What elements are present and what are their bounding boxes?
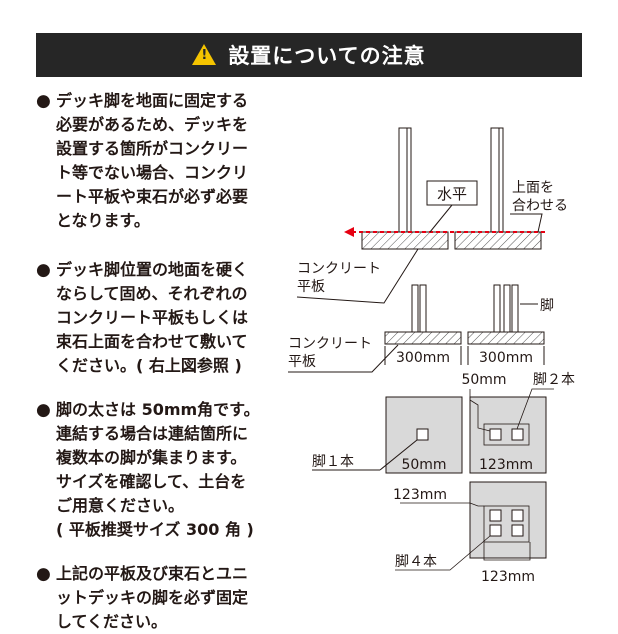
slab-plan-four-legs [469, 481, 547, 559]
level-label: 水平 [437, 185, 467, 203]
warning-triangle-icon: ! [192, 43, 217, 65]
section-header: ! 設置についての注意 [36, 33, 582, 77]
top-legs [398, 127, 504, 233]
note-text: デッキ脚位置の地面を硬く ならして固め、それぞれの コンクリート平板もしくは 束… [56, 260, 249, 375]
leg-square [489, 524, 502, 537]
note-item: ● 上記の平板及び束石とユニ ットデッキの脚を必ず固定 してください。 [36, 562, 282, 634]
leg-square [489, 428, 502, 441]
dimension-label: 123mm [479, 457, 533, 473]
middle-legs [411, 284, 519, 333]
dimension-label: 300mm [396, 350, 450, 366]
level-arrow-icon [344, 227, 354, 237]
leg-count-label: 脚２本 [533, 372, 575, 388]
leg-square [511, 428, 524, 441]
bullet: ● [36, 400, 51, 420]
notes-list: ● デッキ脚を地面に固定する 必要があるため、デッキを 設置する箇所がコンクリー… [36, 89, 282, 634]
dimension-label: 300mm [479, 350, 533, 366]
concrete-slab-label: コンクリート [288, 336, 372, 352]
slab-right-top [454, 231, 542, 250]
note-item: ● デッキ脚を地面に固定する 必要があるため、デッキを 設置する箇所がコンクリー… [36, 89, 282, 233]
note-item: ● デッキ脚位置の地面を硬く ならして固め、それぞれの コンクリート平板もしくは… [36, 258, 282, 378]
warning-glyph: ! [201, 47, 208, 63]
note-text: 上記の平板及び束石とユニ ットデッキの脚を必ず固定 してください。 [56, 564, 249, 631]
align-top-label: 上面を [512, 180, 554, 196]
bullet: ● [36, 91, 51, 111]
leg-count-label: 脚４本 [395, 554, 437, 570]
concrete-slab-label: 平板 [288, 354, 316, 370]
installation-diagram: 水平 上面を 合わせる コンクリート 平板 脚 300mm 300mm コンクリ… [288, 127, 575, 585]
leg-count-label: 脚１本 [312, 454, 354, 470]
leg-square [511, 509, 524, 522]
note-text: デッキ脚を地面に固定する 必要があるため、デッキを 設置する箇所がコンクリー ト… [56, 91, 249, 230]
leg-label: 脚 [540, 298, 554, 314]
leg-square [416, 428, 429, 441]
section-title: 設置についての注意 [228, 44, 426, 68]
bullet: ● [36, 564, 51, 584]
dimension-label: 123mm [393, 487, 447, 503]
leg-square [489, 509, 502, 522]
dimension-label: 50mm [401, 457, 446, 473]
concrete-slab-label: コンクリート [297, 261, 381, 277]
slab-left-top [361, 231, 449, 250]
slab-right-mid [467, 331, 545, 345]
level-box [426, 180, 478, 206]
note-text: 脚の太さは 50mm角です。 連結する場合は連結箇所に 複数本の脚が集まります。… [56, 400, 260, 539]
dimension-label: 123mm [481, 569, 535, 585]
note-item: ● 脚の太さは 50mm角です。 連結する場合は連結箇所に 複数本の脚が集まりま… [36, 398, 282, 542]
concrete-slab-label: 平板 [297, 279, 325, 295]
bullet: ● [36, 260, 51, 280]
dimension-label: 50mm [461, 372, 506, 388]
slab-left-mid [384, 331, 462, 345]
slab-plan-two-legs [469, 396, 547, 474]
align-top-label: 合わせる [512, 198, 568, 214]
leg-square [511, 524, 524, 537]
